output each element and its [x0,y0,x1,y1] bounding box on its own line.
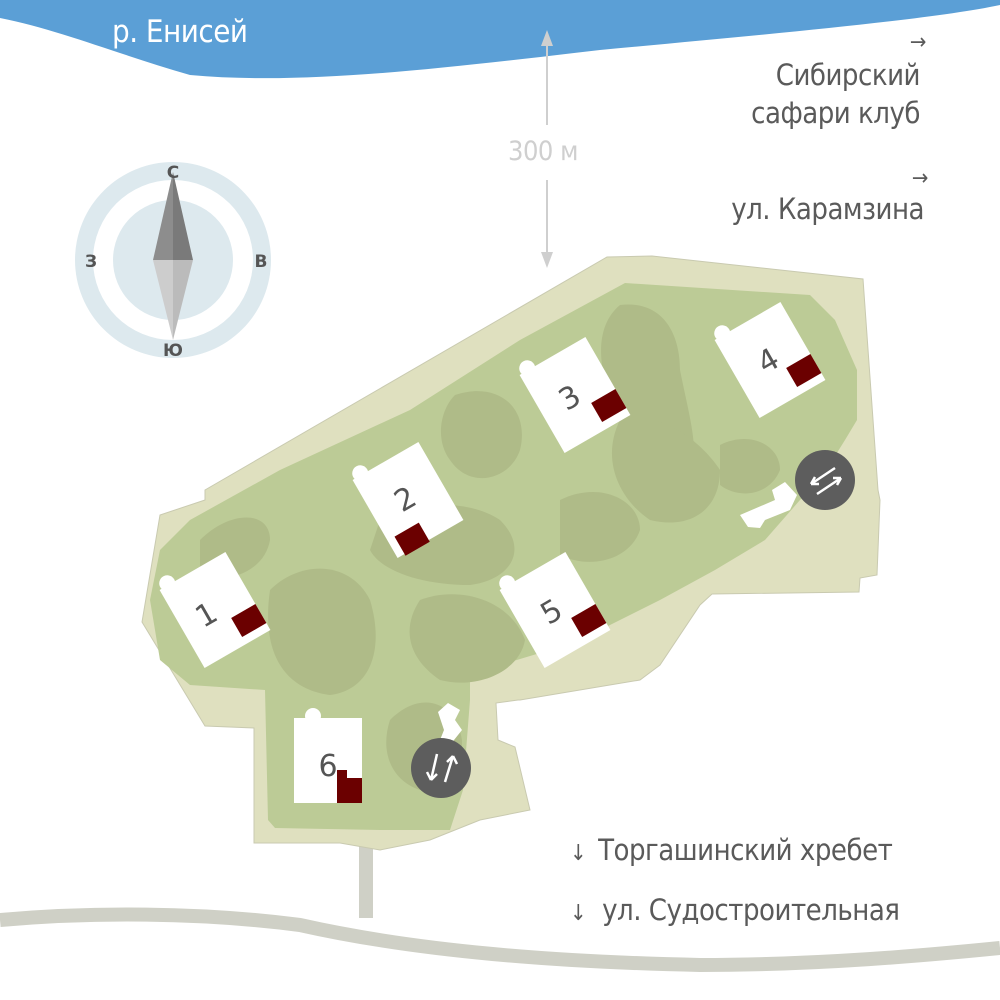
compass-west: З [85,252,97,272]
destination-safari-club[interactable]: → Сибирский сафари клуб [751,30,926,132]
arrow-down-icon: ↓ [570,901,587,926]
compass: С Ю З В [75,162,271,361]
building-4[interactable]: 4 [710,293,826,418]
destination-label: ул. Судостроительная [602,893,900,927]
checkpoint-building-east [740,482,797,528]
compass-south: Ю [163,341,183,361]
compass-east: В [255,252,268,272]
building-5[interactable]: 5 [495,543,611,668]
building-6[interactable]: 6 [294,708,362,803]
arrow-right-icon: → [909,30,927,55]
arrow-right-icon: → [911,166,929,191]
river-label: р. Енисей [112,14,248,50]
compass-north: С [167,163,179,183]
roads [0,835,1000,973]
destination-karamzina[interactable]: → ул. Карамзина [731,168,928,228]
entrance-exit-icon[interactable] [411,738,471,798]
destination-label: ул. Карамзина [731,192,924,226]
destination-torgashinsky[interactable]: ↓ Торгашинский хребет [570,833,893,867]
building-1[interactable]: 1 [155,543,271,668]
scale-indicator [541,30,553,268]
entrance-exit-icon[interactable] [795,450,855,510]
destination-sudostroitelnaya[interactable]: ↓ ул. Судостроительная [570,893,900,927]
building-2[interactable]: 2 [348,433,465,559]
building-number: 6 [318,749,337,784]
arrow-down-icon: ↓ [570,841,587,866]
destination-label: сафари клуб [751,96,920,130]
destination-label: Сибирский [775,58,921,92]
destination-label: Торгашинский хребет [598,833,893,867]
scale-label: 300 м [508,136,578,167]
checkpoint-building-south [438,703,462,745]
river-yenisei [0,0,1000,79]
building-3[interactable]: 3 [515,328,631,453]
